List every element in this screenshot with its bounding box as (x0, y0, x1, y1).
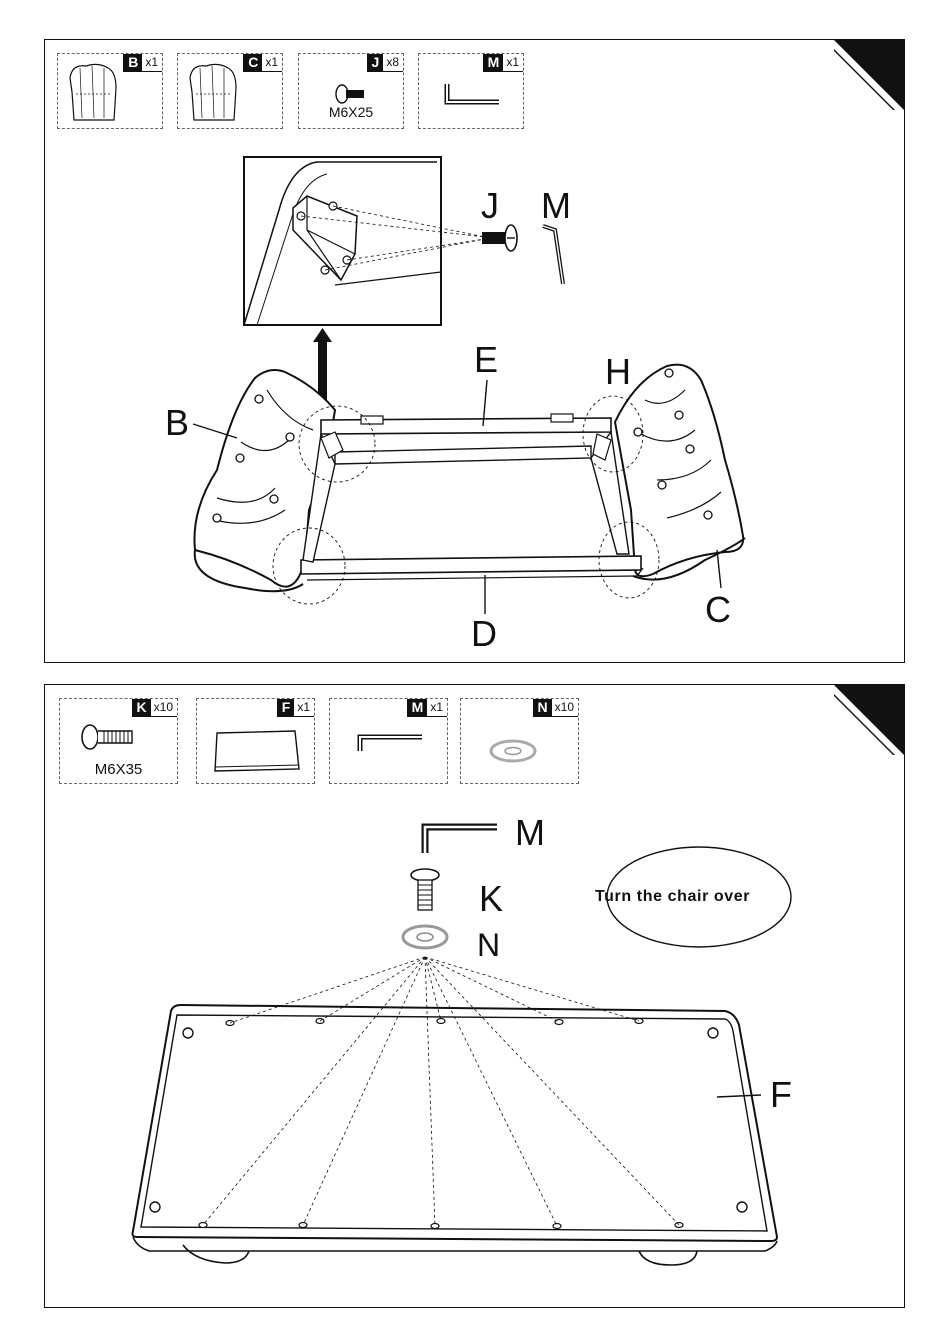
label-e: E (474, 342, 498, 378)
label-m: M (515, 815, 545, 851)
washer-n-icon (403, 926, 447, 948)
label-h: H (605, 354, 631, 390)
label-b: B (165, 405, 189, 441)
label-f: F (770, 1077, 792, 1113)
label-m: M (541, 188, 571, 224)
turn-chair-note: Turn the chair over (595, 888, 750, 906)
label-k: K (479, 881, 503, 917)
bolt-k-icon (411, 869, 439, 910)
label-c: C (705, 592, 731, 628)
seat-board-drawing (45, 685, 905, 1308)
allen-key-m-icon (425, 827, 497, 853)
allen-key-m-icon (543, 226, 563, 284)
label-j: J (481, 188, 499, 224)
bolt-j-icon (482, 225, 517, 251)
label-d: D (471, 616, 497, 652)
label-n: N (477, 929, 500, 961)
